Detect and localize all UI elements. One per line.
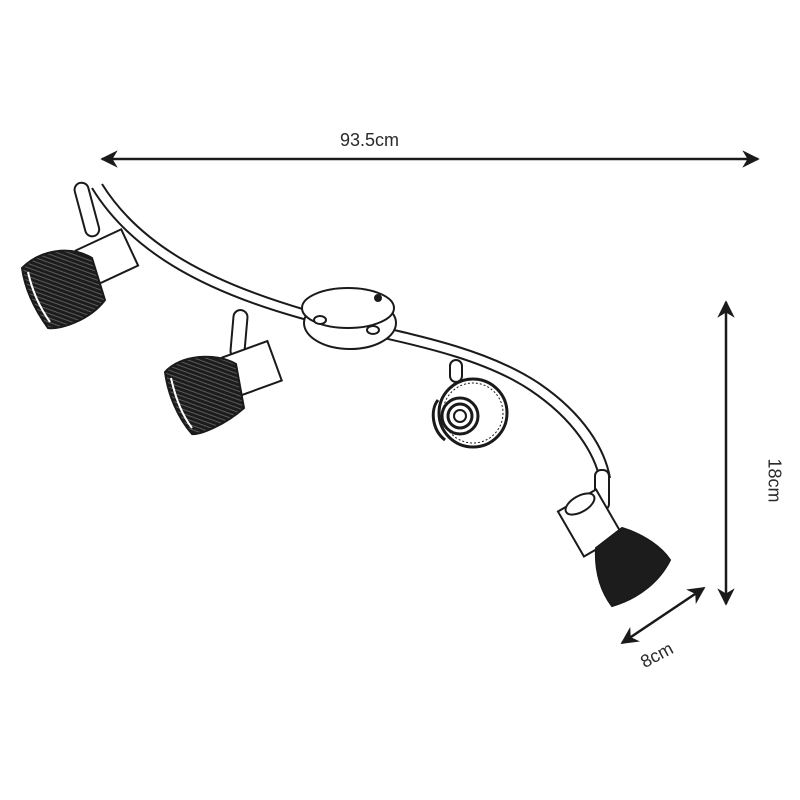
spotlight-1 [20,181,140,330]
width-label: 93.5cm [340,130,400,150]
spotlight-4 [556,469,672,608]
depth-dimension-arrow [620,586,706,645]
spotlight-3 [431,359,509,449]
ceiling-mount-plate [301,287,397,350]
spotlight-2 [163,309,284,436]
height-label: 18cm [764,458,785,503]
